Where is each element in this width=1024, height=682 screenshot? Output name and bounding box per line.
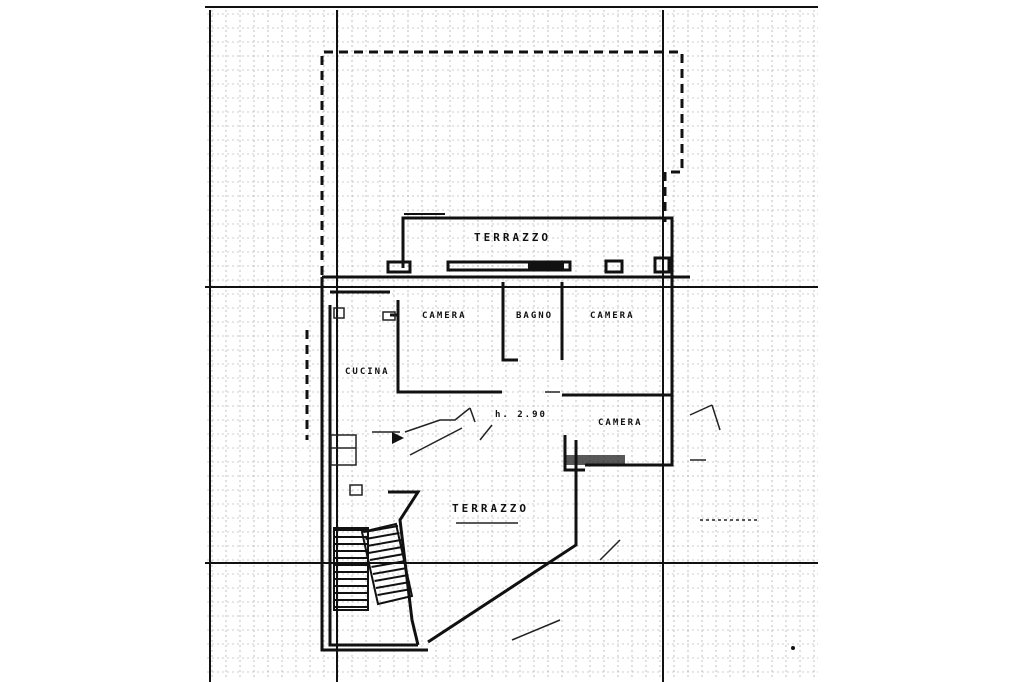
terrace — [386, 213, 674, 282]
label-height: h. 2.90 — [495, 410, 547, 420]
background-grid — [207, 10, 818, 680]
sheet-frame — [205, 6, 818, 682]
label-terrace: TERRAZZO — [474, 231, 551, 244]
label-living: TERRAZZO — [452, 502, 529, 515]
label-kitchen: CUCINA — [345, 367, 390, 377]
staircase — [330, 407, 493, 646]
label-bedroom-2: CAMERA — [590, 311, 635, 321]
label-bedroom-1: CAMERA — [422, 311, 467, 321]
dashed-boundary — [305, 50, 684, 440]
outer-walls — [320, 275, 690, 652]
label-bathroom: BAGNO — [516, 311, 553, 321]
annotation-marks — [511, 404, 795, 650]
label-bedroom-3: CAMERA — [598, 418, 643, 428]
interior-walls — [333, 282, 672, 397]
